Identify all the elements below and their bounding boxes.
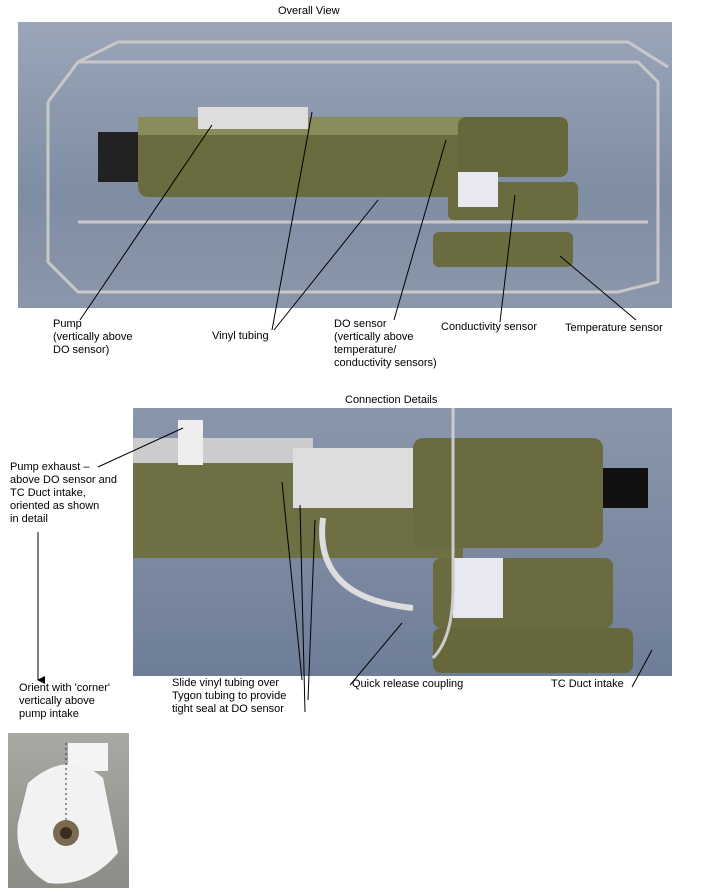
label-do-sensor: DO sensor (vertically above temperature/… xyxy=(334,318,437,369)
label-temperature-sensor: Temperature sensor xyxy=(565,322,663,334)
label-pump: Pump (vertically above DO sensor) xyxy=(53,318,133,356)
overall-view-title: Overall View xyxy=(278,5,340,17)
connection-details-photo xyxy=(133,408,672,676)
label-pump-exhaust: Pump exhaust – above DO sensor and TC Du… xyxy=(10,461,118,525)
label-tc-duct-intake: TC Duct intake xyxy=(551,678,624,690)
label-slide-vinyl: Slide vinyl tubing over Tygon tubing to … xyxy=(172,677,287,715)
instrument-drawing xyxy=(46,40,669,294)
connection-drawing xyxy=(133,408,648,673)
label-quick-release: Quick release coupling xyxy=(352,678,464,690)
pump-detail-photo xyxy=(8,733,129,888)
label-orient-corner: Orient with 'corner' vertically above pu… xyxy=(19,682,111,720)
connection-details-title: Connection Details xyxy=(345,394,438,406)
label-vinyl-tubing: Vinyl tubing xyxy=(212,330,269,342)
pump-head-drawing xyxy=(17,743,118,884)
overall-view-photo xyxy=(18,22,672,308)
label-conductivity-sensor: Conductivity sensor xyxy=(441,321,537,333)
